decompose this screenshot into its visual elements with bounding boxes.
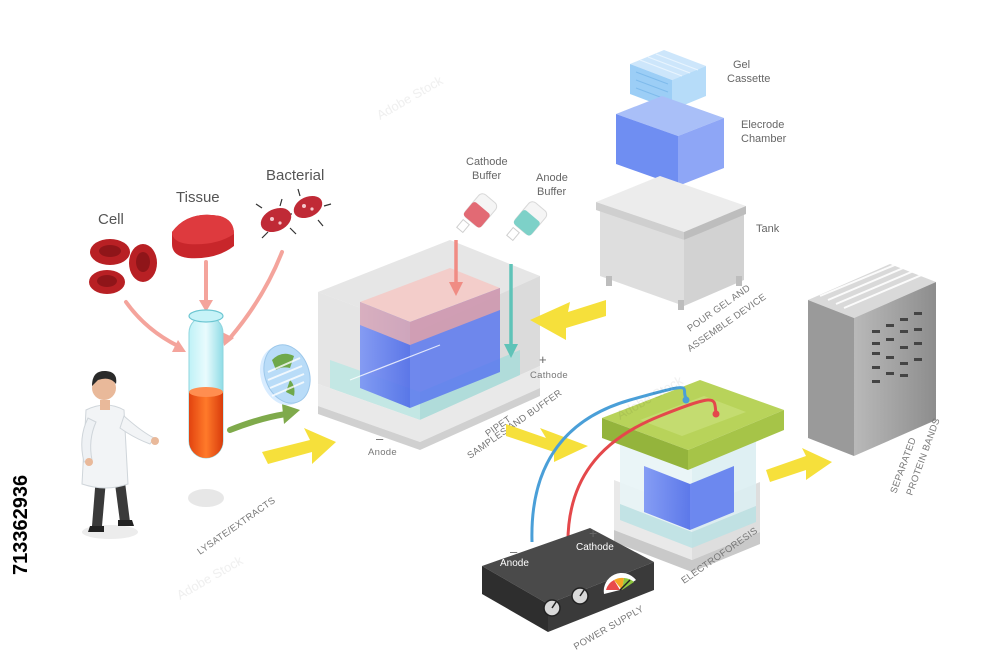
label-gel-cassette-2: Cassette <box>727 73 770 85</box>
label-ps-cathode: Cathode <box>576 542 614 553</box>
label-tank-cathode: Cathode <box>530 370 568 381</box>
ps-cathode-plus: + <box>589 525 597 541</box>
sample-magnifier-disc <box>259 344 311 406</box>
ps-anode-minus: – <box>510 544 518 559</box>
tank-cathode-plus: + <box>539 352 547 367</box>
protein-bands-block <box>808 261 936 456</box>
tissue-sample-group: Tissue <box>172 189 234 259</box>
tank-anode-minus: – <box>376 431 384 446</box>
tube-shadow <box>188 489 224 507</box>
arrow-tube-to-pipet <box>227 411 289 433</box>
label-tank-anode: Anode <box>368 447 397 458</box>
cathode-buffer-bottle <box>456 193 498 234</box>
arrow-electrophoresis-to-bands <box>766 448 832 482</box>
stock-id-strip: 713362936 <box>0 0 40 667</box>
label-cell: Cell <box>98 211 124 228</box>
label-cathode-buffer: Cathode <box>466 156 508 168</box>
power-supply <box>482 528 654 632</box>
label-anode-buffer-2: Buffer <box>537 186 566 198</box>
power-gauge <box>603 572 636 594</box>
arrow-pipet-to-electrophoresis <box>506 424 588 462</box>
cell-sample-group: Cell <box>89 211 157 294</box>
anode-buffer-bottle <box>506 201 548 242</box>
bacteria-icon <box>255 188 332 239</box>
stock-id-text: 713362936 <box>10 474 32 575</box>
wire-anode <box>530 386 688 543</box>
electrode-chamber <box>616 96 724 186</box>
wire-cathode <box>566 398 718 549</box>
lysate-liquid <box>189 392 223 458</box>
tissue-icon <box>172 214 234 259</box>
label-gel-cassette: Gel <box>733 59 750 71</box>
label-ps-anode: Anode <box>500 558 529 569</box>
scientist-figure <box>81 370 159 539</box>
arrow-to-pipet-stage <box>262 428 336 464</box>
svg-text:Adobe Stock: Adobe Stock <box>174 553 246 603</box>
label-tank: Tank <box>756 223 780 235</box>
label-electrode-chamber: Elecrode <box>741 119 784 131</box>
label-bacterial: Bacterial <box>266 167 324 184</box>
tank-box <box>596 176 746 310</box>
bacterial-sample-group: Bacterial <box>255 167 332 239</box>
label-electrode-chamber-2: Chamber <box>741 133 787 145</box>
arrow-cell-to-tube <box>124 300 180 348</box>
test-tube <box>188 309 224 507</box>
svg-text:Adobe Stock: Adobe Stock <box>374 73 446 123</box>
sample-flow-arrows <box>124 250 284 348</box>
arrow-assemble-to-pipet <box>530 300 606 340</box>
electrophoresis-unit <box>602 380 784 572</box>
label-tissue: Tissue <box>176 189 220 206</box>
label-anode-buffer: Anode <box>536 172 568 184</box>
red-blood-cell-icon <box>89 239 157 294</box>
arrow-bacterial-to-tube <box>228 250 284 340</box>
sample-arrowheads <box>172 300 234 352</box>
label-cathode-buffer-2: Buffer <box>472 170 501 182</box>
